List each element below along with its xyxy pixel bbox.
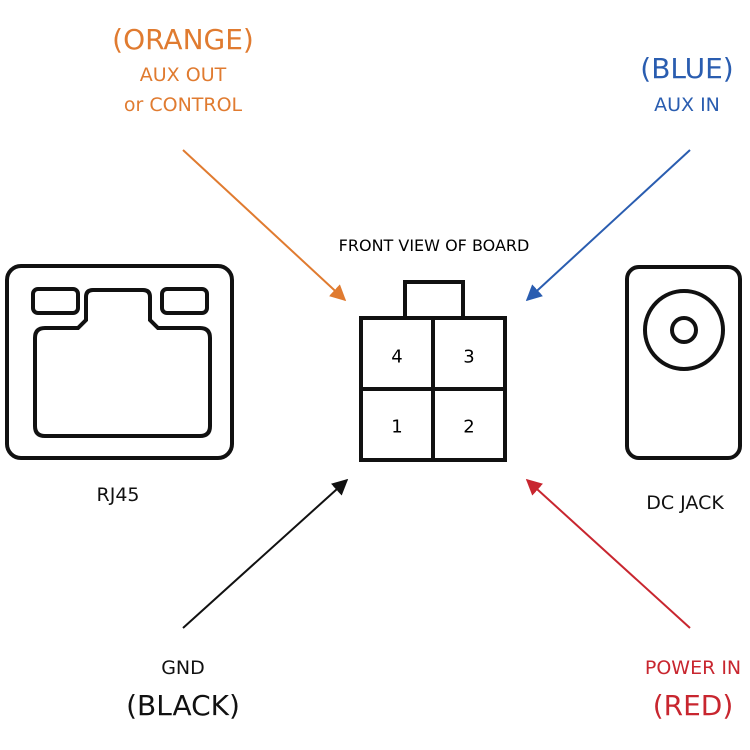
pin-3-label: 3 bbox=[463, 346, 475, 368]
dc-jack bbox=[625, 265, 742, 460]
black-arrow bbox=[182, 478, 349, 629]
orange-function-line1: AUX OUT bbox=[139, 64, 227, 86]
board-title: FRONT VIEW OF BOARD bbox=[338, 236, 530, 255]
board-connector bbox=[359, 280, 507, 462]
orange-function-line2: or CONTROL bbox=[123, 94, 243, 116]
red-color-label: (RED) bbox=[652, 689, 734, 722]
orange-color-label: (ORANGE) bbox=[112, 23, 254, 56]
blue-color-label: (BLUE) bbox=[640, 52, 734, 85]
red-arrow bbox=[525, 478, 691, 629]
orange-arrow bbox=[182, 149, 347, 302]
black-function-label: GND bbox=[161, 657, 205, 679]
pin-2-label: 2 bbox=[463, 416, 475, 438]
black-color-label: (BLACK) bbox=[126, 689, 240, 722]
rj45-label: RJ45 bbox=[96, 484, 140, 506]
red-function-label: POWER IN bbox=[644, 657, 742, 679]
blue-arrow bbox=[525, 149, 691, 302]
dc-jack-label: DC JACK bbox=[646, 492, 724, 514]
pin-4-label: 4 bbox=[391, 346, 403, 368]
pin-1-label: 1 bbox=[391, 416, 403, 438]
blue-function-label: AUX IN bbox=[654, 94, 720, 116]
rj45-connector bbox=[5, 264, 234, 460]
